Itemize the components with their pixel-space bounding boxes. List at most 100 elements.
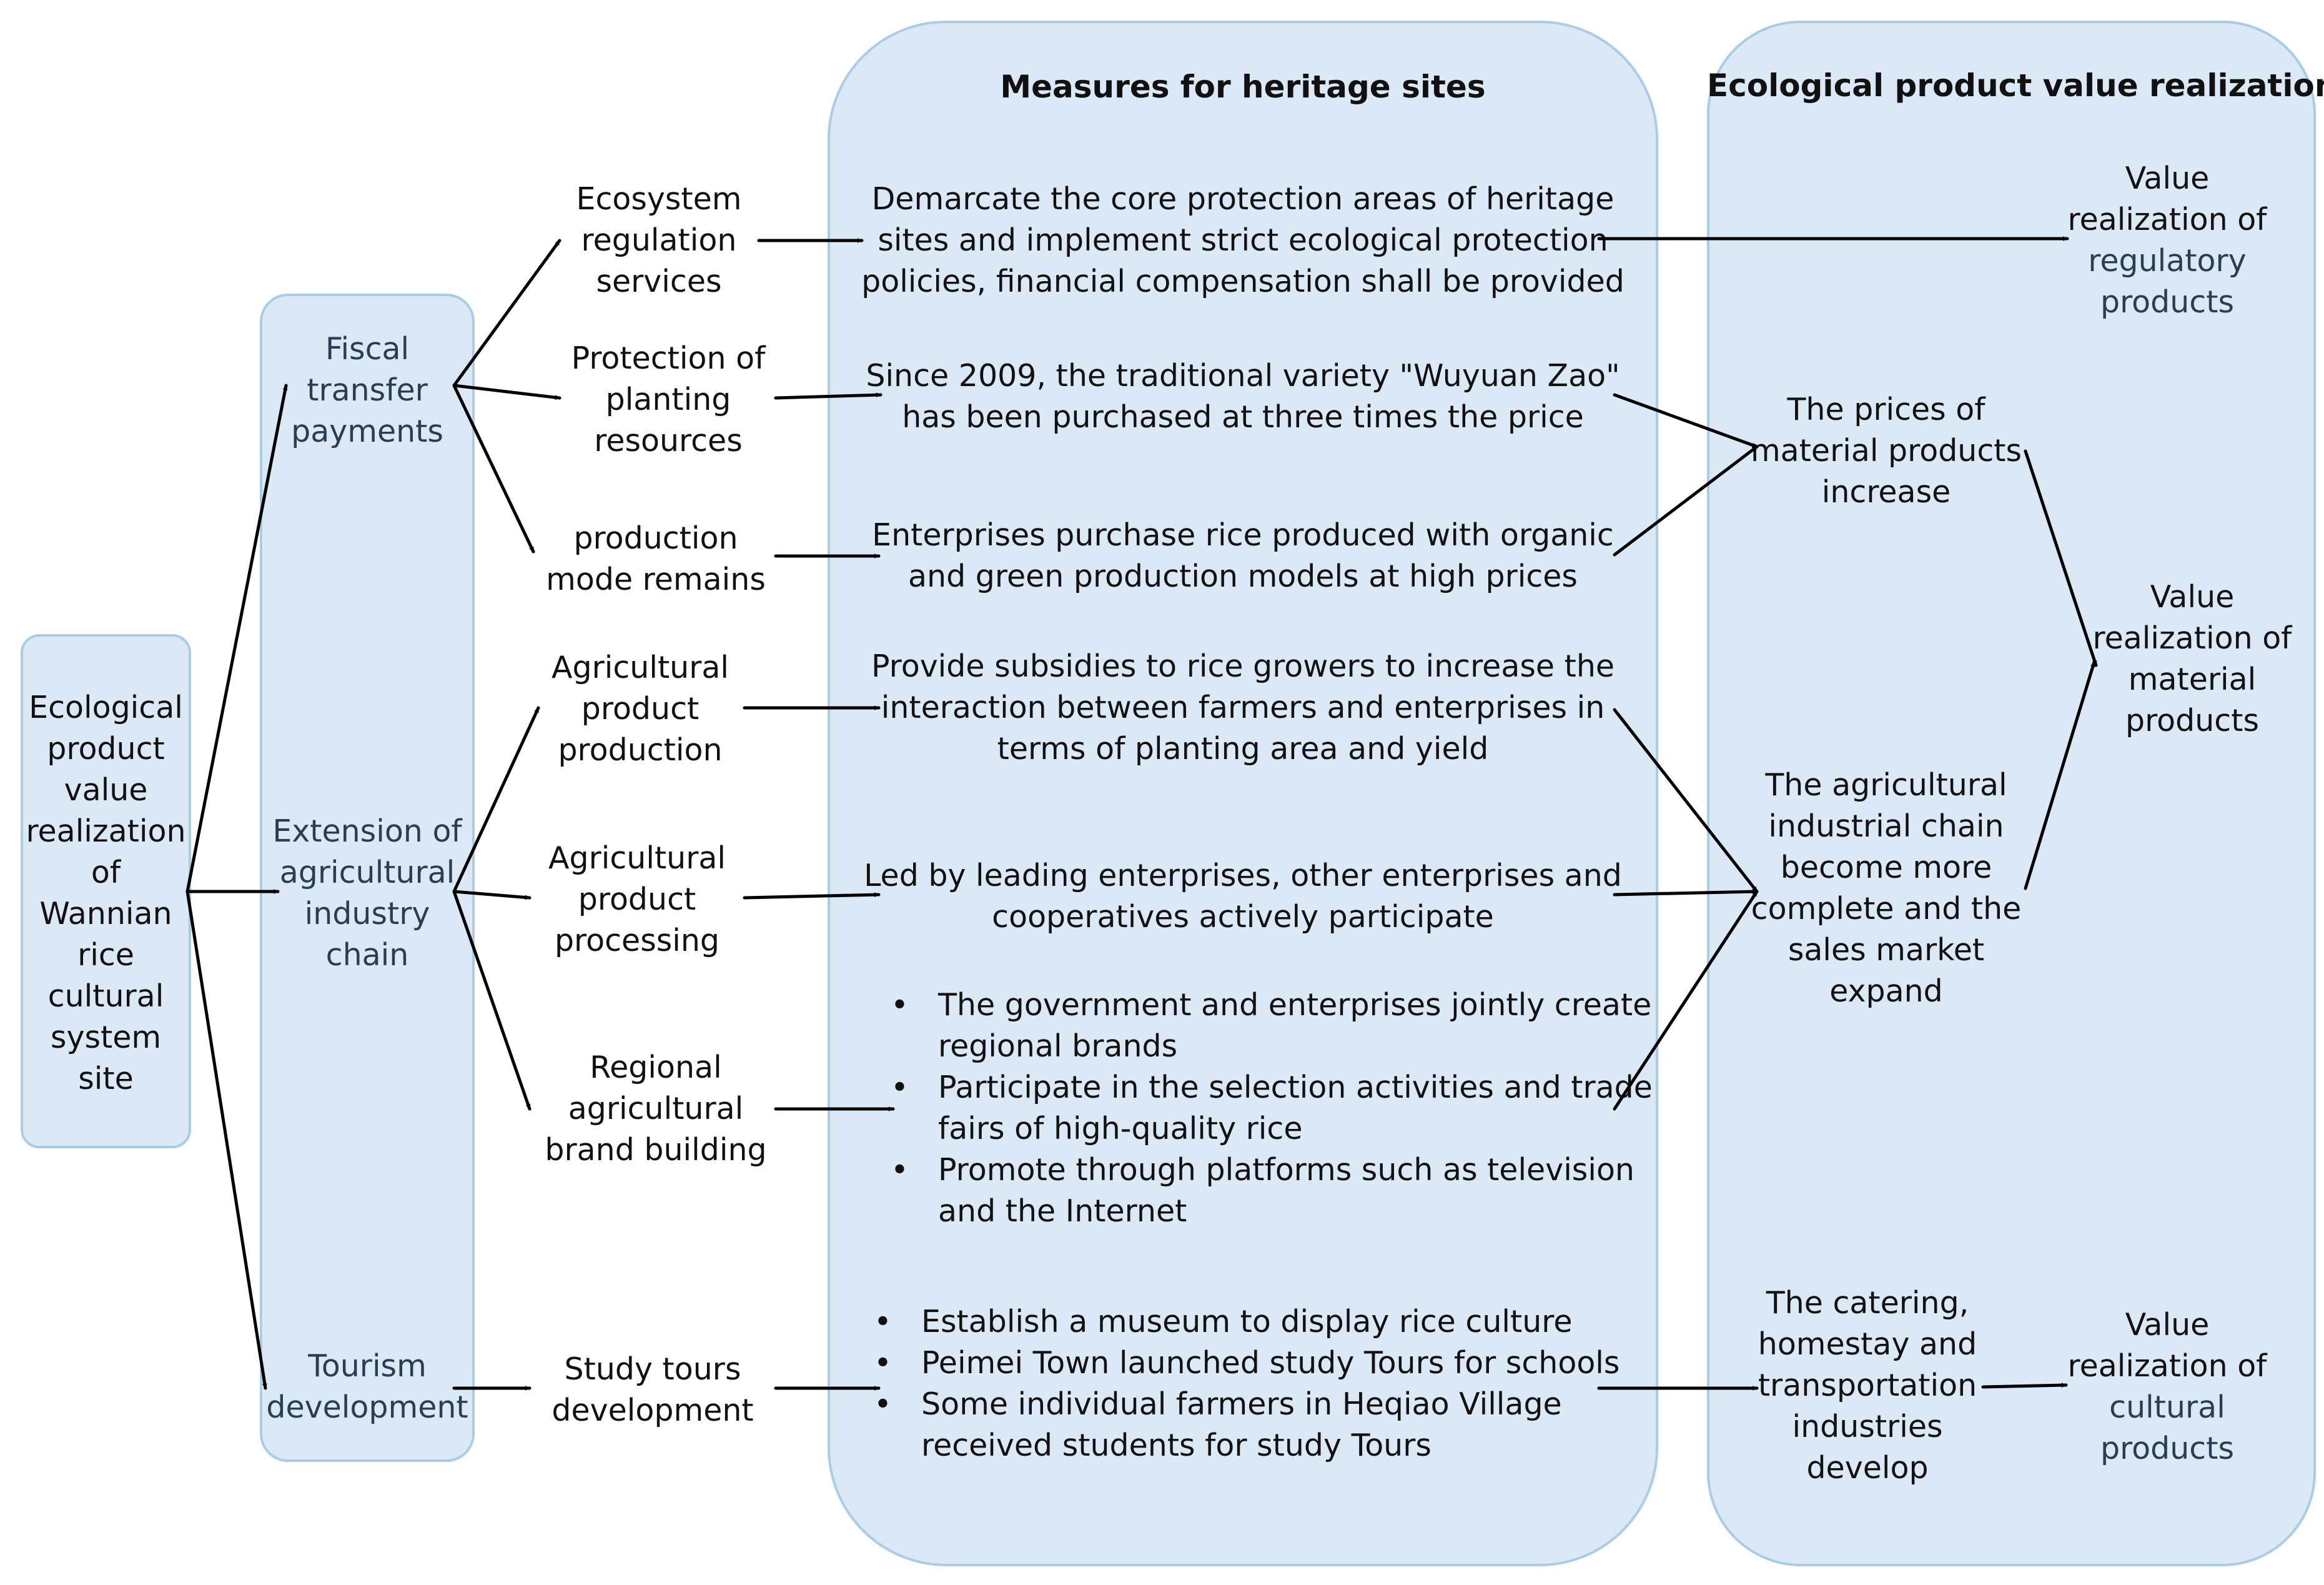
arrow-catering-to-cultural [1981, 1383, 2068, 1389]
chain-expand-node-line: The agricultural [1765, 767, 2007, 803]
planting-resources-node-line: planting [605, 382, 731, 417]
brand-measure-item-line: The government and enterprises jointly c… [938, 987, 1652, 1023]
strategy-panel [260, 294, 475, 1462]
cultural-value-node-line: realization of [2067, 1348, 2267, 1384]
chain-expand-node-line: become more [1780, 850, 1992, 885]
fiscal-transfer-node-line: payments [291, 414, 443, 449]
industry-chain-node-line: chain [325, 937, 409, 973]
value-title: Ecological product value realization [1707, 67, 2324, 104]
fiscal-transfer-node-line: transfer [307, 372, 428, 408]
wuyuan-zao-measure-line: Since 2009, the traditional variety "Wuy… [866, 357, 1620, 394]
root-node-line: Ecological [29, 690, 183, 725]
product-production-node-line: Agricultural [551, 650, 729, 685]
arrow-fiscal-to-mode [452, 384, 535, 554]
catering-node-line: transportation [1758, 1367, 1977, 1403]
tour-measure-item-line: Peimei Town launched study Tours for sch… [921, 1345, 1620, 1381]
brand-measures-list: The government and enterprises jointly c… [882, 985, 1653, 1232]
tourism-node: Tourism development [260, 1337, 475, 1437]
prices-increase-node-line: The prices of [1787, 392, 1985, 427]
tour-measure-item-line: Some individual farmers in Heqiao Villag… [921, 1386, 1562, 1422]
industry-chain-node-line: agricultural [279, 855, 455, 890]
root-node-line: realization [26, 813, 186, 849]
fiscal-transfer-node-line: Fiscal [325, 331, 410, 367]
root-node-line: system [50, 1020, 162, 1055]
industry-chain-node-line: Extension of [272, 813, 462, 849]
subsidies-measure-line: Provide subsidies to rice growers to inc… [871, 648, 1615, 684]
catering-node-line: industries [1792, 1408, 1943, 1444]
wuyuan-zao-measure: Since 2009, the traditional variety "Wuy… [862, 351, 1624, 442]
regulatory-value-node-line: realization of [2067, 202, 2267, 237]
planting-resources-node-line: Protection of [571, 340, 766, 376]
brand-measure-item: The government and enterprises jointly c… [882, 985, 1652, 1067]
tour-measure-item-line: received students for study Tours [921, 1428, 1431, 1463]
fiscal-transfer-node: Fiscal transfer payments [260, 316, 475, 465]
production-mode-node-line: mode remains [546, 562, 766, 597]
arrow-planting-to-wuyuan [774, 392, 883, 400]
product-processing-node-line: product [578, 882, 696, 917]
arrow-chain-to-material [2024, 660, 2096, 890]
brand-measure-item: Promote through platforms such as televi… [882, 1150, 1634, 1232]
regulatory-value-node-line: Value [2125, 161, 2210, 196]
tourism-node-line: Tourism [308, 1348, 427, 1384]
root-node-line: product [47, 731, 165, 767]
organic-purchase-measure-line: Enterprises purchase rice produced with … [872, 517, 1614, 553]
brand-building-node-line: agricultural [568, 1091, 744, 1126]
brand-measure-item-line: Promote through platforms such as televi… [938, 1152, 1634, 1188]
arrow-fiscal-to-planting [452, 384, 561, 400]
product-production-node: Agricultural product production [537, 643, 743, 775]
arrow-root-to-fiscal [185, 384, 288, 893]
tour-measure-item: Some individual farmers in Heqiao Villag… [865, 1384, 1614, 1466]
core-protection-measure: Demarcate the core protection areas of h… [861, 175, 1624, 306]
chain-expand-node: The agricultural industrial chain become m… [1743, 763, 2030, 1013]
product-processing-node-line: Agricultural [548, 840, 726, 876]
product-production-node-line: product [581, 691, 700, 727]
wuyuan-zao-measure-line: has been purchased at three times the pr… [902, 399, 1584, 435]
root-node-line: cultural [47, 978, 164, 1014]
chain-expand-node-line: industrial chain [1768, 808, 2004, 844]
material-value-node-line: products [2125, 703, 2259, 738]
study-tours-node-line: Study tours [564, 1351, 741, 1387]
prices-increase-node: The prices of material products increase [1749, 385, 2024, 517]
brand-measure-item: Participate in the selection activities … [882, 1067, 1653, 1150]
prices-increase-node-line: material products [1750, 433, 2022, 469]
core-protection-measure-line: sites and implement strict ecological pr… [878, 222, 1608, 258]
brand-building-node-line: brand building [545, 1132, 767, 1168]
arrow-chain-to-production [452, 706, 540, 893]
organic-purchase-measure: Enterprises purchase rice produced with … [862, 510, 1624, 601]
arrow-chain-to-brand [452, 890, 532, 1111]
arrow-processing-to-leading [743, 892, 881, 900]
tour-measure-item: Peimei Town launched study Tours for sch… [865, 1343, 1620, 1384]
tourism-node-line: development [266, 1389, 468, 1425]
brand-measure-item-line: and the Internet [938, 1193, 1187, 1229]
catering-node-line: develop [1806, 1449, 1929, 1486]
cultural-value-node-line: products [2100, 1431, 2234, 1466]
brand-measure-item-line: fairs of high-quality rice [938, 1111, 1303, 1146]
root-node-line: Wannian [39, 896, 172, 932]
regulatory-value-node-line: regulatory [2088, 243, 2247, 279]
leading-enterprises-measure-line: cooperatives actively participate [992, 898, 1494, 935]
arrow-prices-to-material [2024, 449, 2098, 667]
product-production-node-line: production [558, 732, 723, 768]
leading-enterprises-measure-line: Led by leading enterprises, other enterp… [864, 857, 1622, 893]
subsidies-measure-line: terms of planting area and yield [997, 731, 1489, 767]
material-value-node-line: material [2128, 662, 2257, 697]
prices-increase-node-line: increase [1821, 474, 1951, 510]
planting-resources-node-line: resources [594, 423, 743, 459]
ecosystem-services-node-line: regulation [581, 222, 737, 258]
planting-resources-node: Protection of planting resources [562, 334, 774, 465]
measures-title: Measures for heritage sites [1000, 69, 1486, 105]
organic-purchase-measure-line: and green production models at high pric… [908, 558, 1578, 594]
core-protection-measure-line: Demarcate the core protection areas of h… [871, 181, 1614, 217]
root-node-line: site [78, 1061, 134, 1096]
root-node-line: rice [77, 937, 134, 973]
material-value-node-line: realization of [2092, 620, 2292, 656]
